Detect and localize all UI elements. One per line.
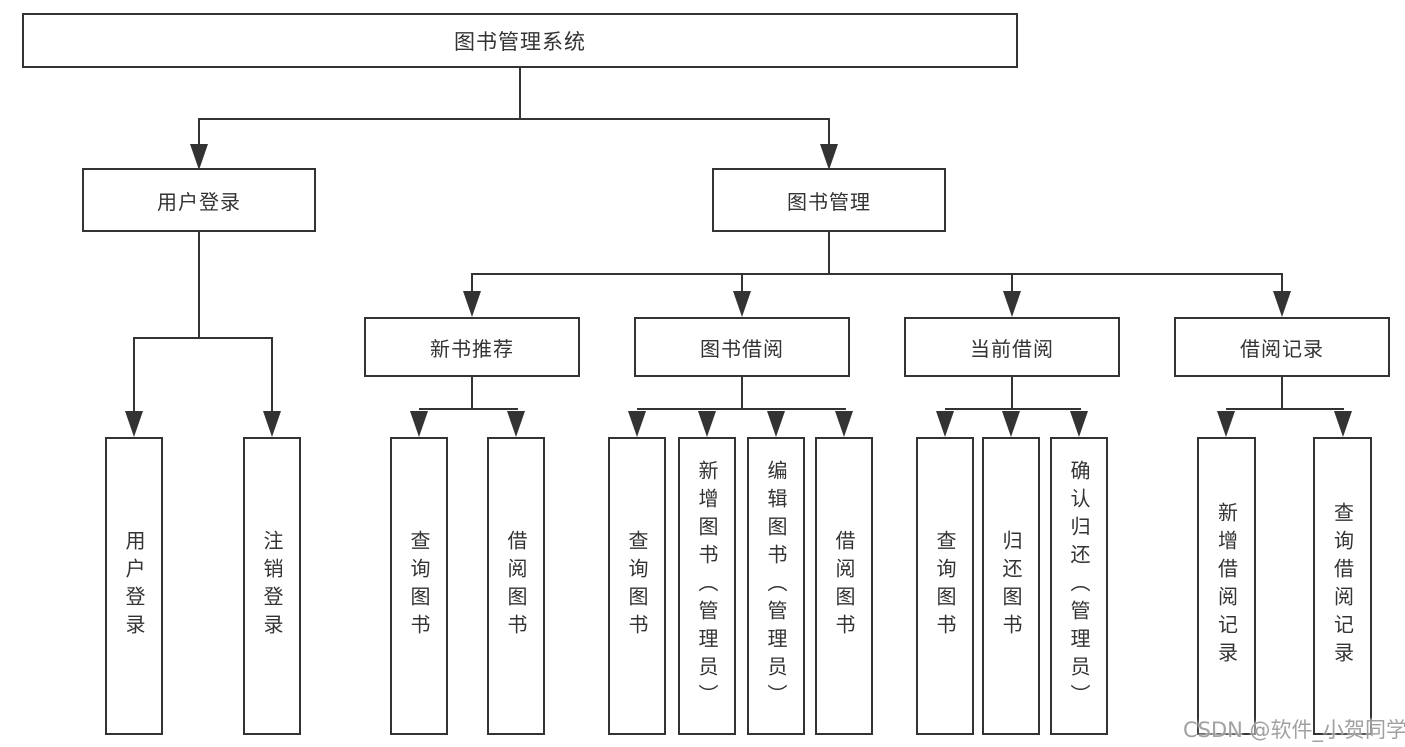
node-book-management: 图书管理 [712,168,946,232]
arrowhead-icon [507,411,525,437]
node-book-borrowing: 图书借阅 [634,317,850,377]
arrowhead-icon [125,411,143,437]
arrowhead-icon [1217,411,1235,437]
arrowhead-icon [820,144,838,170]
leaf-label: 新增图书（管理员） [695,460,719,712]
leaf-label: 查询借阅记录 [1330,502,1355,670]
csdn-watermark: CSDN @软件_小贺同学 [1183,718,1405,742]
leaf-edit-books-admin: 编辑图书（管理员） [747,437,805,735]
leaf-return-books: 归还图书 [982,437,1040,735]
leaf-label: 借阅图书 [504,530,528,642]
leaf-label: 借阅图书 [832,530,856,642]
arrowhead-icon [1003,291,1021,317]
node-label: 当前借阅 [970,336,1054,361]
arrowhead-icon [1273,291,1291,317]
connector-line [637,408,846,410]
arrowhead-icon [767,411,785,437]
node-label: 图书借阅 [700,336,784,361]
connector-line [198,118,830,120]
node-label: 图书管理系统 [454,29,586,54]
node-label: 用户登录 [157,189,241,214]
arrowhead-icon [733,291,751,317]
connector-line [519,68,521,120]
connector-line [271,337,273,415]
leaf-label: 确认归还（管理员） [1067,460,1091,712]
leaf-borrow-books: 借阅图书 [815,437,873,735]
node-library-management-system: 图书管理系统 [22,13,1018,68]
leaf-confirm-return-admin: 确认归还（管理员） [1050,437,1108,735]
connector-line [419,408,518,410]
connector-line [1226,408,1344,410]
connector-line [1281,377,1283,410]
leaf-logout-login: 注销登录 [243,437,301,735]
leaf-query-books-borrow: 查询图书 [608,437,666,735]
leaf-label: 查询图书 [933,530,957,642]
leaf-label: 新增借阅记录 [1214,502,1239,670]
leaf-user-login: 用户登录 [105,437,163,735]
node-current-borrowing: 当前借阅 [904,317,1120,377]
leaf-label: 查询图书 [407,530,431,642]
leaf-label: 注销登录 [260,530,284,642]
connector-line [828,232,830,275]
connector-line [741,273,743,293]
connector-line [741,377,743,410]
arrowhead-icon [936,411,954,437]
arrowhead-icon [628,411,646,437]
node-borrowing-records: 借阅记录 [1174,317,1390,377]
arrowhead-icon [835,411,853,437]
leaf-borrow-books-recommend: 借阅图书 [487,437,545,735]
node-label: 图书管理 [787,189,871,214]
arrowhead-icon [263,411,281,437]
arrowhead-icon [698,411,716,437]
arrowhead-icon [190,144,208,170]
connector-line [471,273,1283,275]
leaf-query-books-current: 查询图书 [916,437,974,735]
connector-line [1011,377,1013,410]
arrowhead-icon [1334,411,1352,437]
leaf-add-books-admin: 新增图书（管理员） [678,437,736,735]
connector-line [1281,273,1283,293]
arrowhead-icon [1002,411,1020,437]
connector-line [828,118,830,146]
leaf-query-borrow-record: 查询借阅记录 [1313,437,1372,735]
connector-line [198,118,200,146]
connector-line [133,337,273,339]
leaf-add-borrow-record: 新增借阅记录 [1197,437,1256,735]
connector-line [471,273,473,293]
connector-line [471,377,473,410]
leaf-label: 归还图书 [999,530,1023,642]
node-label: 新书推荐 [430,336,514,361]
arrowhead-icon [410,411,428,437]
leaf-label: 用户登录 [122,530,146,642]
arrowhead-icon [463,291,481,317]
connector-line [945,408,1081,410]
node-user-login: 用户登录 [82,168,316,232]
node-label: 借阅记录 [1240,336,1324,361]
node-new-book-recommend: 新书推荐 [364,317,580,377]
leaf-label: 查询图书 [625,530,649,642]
leaf-label: 编辑图书（管理员） [764,460,788,712]
connector-line [133,337,135,415]
leaf-query-books-recommend: 查询图书 [390,437,448,735]
connector-line [1011,273,1013,293]
connector-line [198,232,200,339]
arrowhead-icon [1070,411,1088,437]
